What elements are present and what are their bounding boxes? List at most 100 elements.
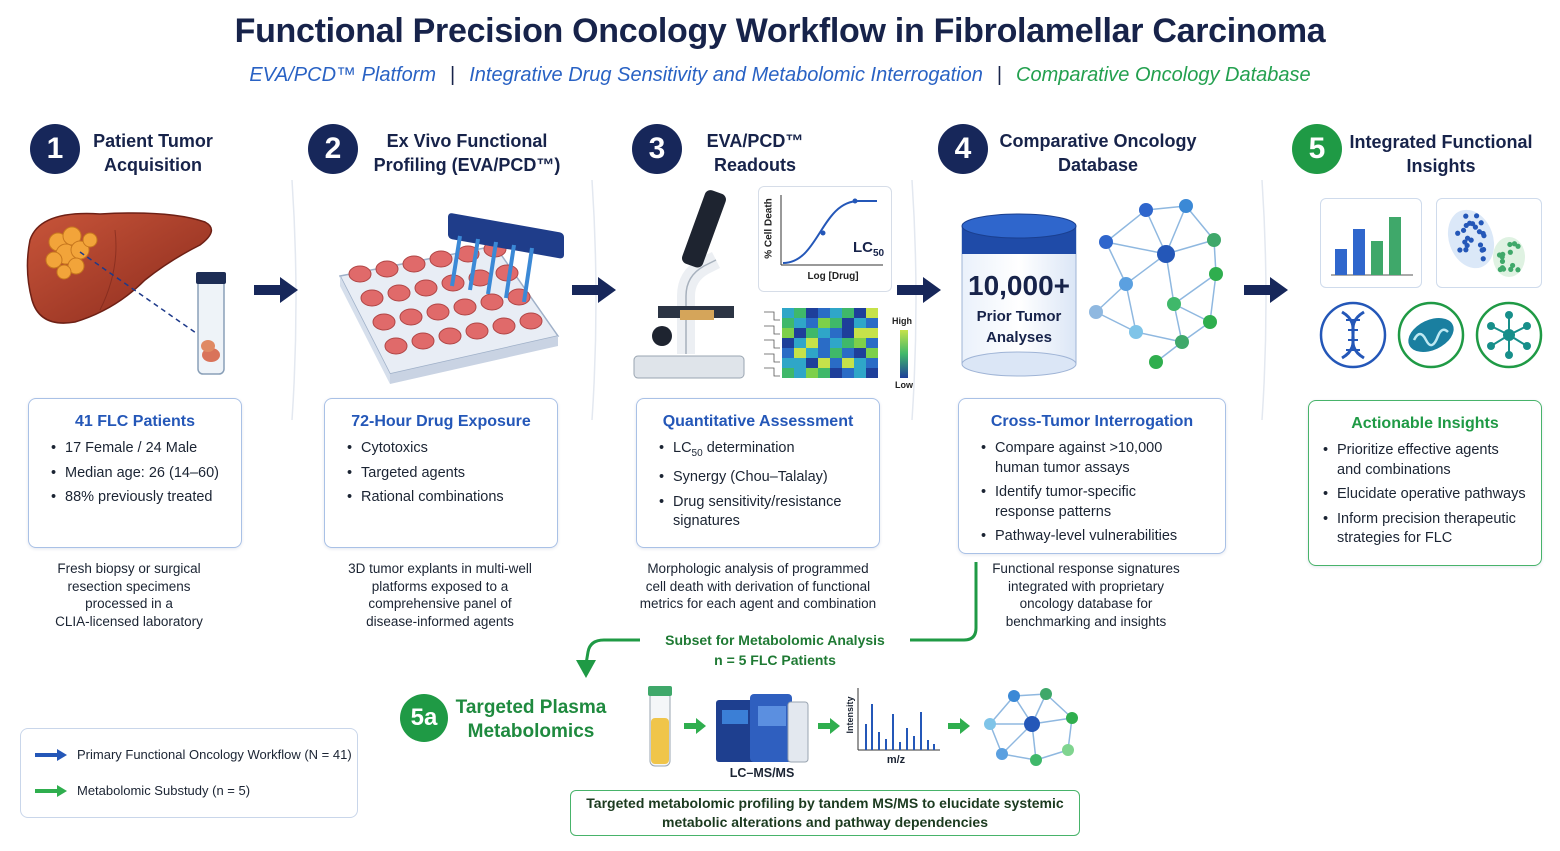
- heatmap-cell: [782, 328, 794, 338]
- scatter-point: [1515, 267, 1521, 273]
- database-label-1: Prior Tumor: [976, 308, 1062, 325]
- subset-label-line2: n = 5 FLC Patients: [714, 652, 836, 668]
- pathway-network-icon: [1475, 301, 1543, 369]
- step-3-title: EVA/PCD™ Readouts: [690, 129, 820, 177]
- heatmap-cell: [806, 338, 818, 348]
- network-node: [1062, 744, 1074, 756]
- well: [519, 312, 543, 330]
- heatmap-cell: [794, 318, 806, 328]
- step-1-bullet: 88% previously treated: [51, 488, 241, 508]
- heatmap-cell: [830, 348, 842, 358]
- network-node: [1030, 754, 1042, 766]
- scatter-point: [1480, 256, 1486, 262]
- scatter-point: [1463, 213, 1469, 219]
- scatter-point: [1508, 266, 1514, 272]
- network-node: [1139, 203, 1153, 217]
- heatmap-cell: [842, 348, 854, 358]
- dendrogram-branch: [764, 339, 780, 349]
- dendrogram-branch: [764, 325, 780, 335]
- step-4-card-title: Cross-Tumor Interrogation: [990, 413, 1194, 430]
- well: [399, 308, 423, 326]
- heatmap-cell: [842, 358, 854, 368]
- heatmap-cell: [818, 338, 830, 348]
- well: [348, 265, 372, 283]
- mass-spectrum-icon: Intensity m/z: [845, 684, 942, 770]
- caption-line: oncology database for: [1019, 596, 1153, 611]
- step-5a-title-line1: Targeted Plasma: [455, 697, 607, 718]
- step-1-title-line2: Acquisition: [104, 155, 202, 175]
- step-5a-description-box: Targeted metabolomic profiling by tandem…: [570, 790, 1080, 836]
- step-1-card: 41 FLC Patients 17 Female / 24 Male Medi…: [28, 398, 242, 548]
- step-3-bullet: LC50 determination: [659, 439, 879, 463]
- heatmap-cell: [866, 368, 878, 378]
- network-edge: [1173, 273, 1217, 305]
- step-1-title: Patient Tumor Acquisition: [78, 129, 228, 177]
- flow-arrow-icon: [948, 718, 970, 734]
- step-1-card-title: 41 FLC Patients: [74, 413, 196, 430]
- step-1-bullet: Median age: 26 (14–60): [51, 464, 241, 484]
- flow-arrow-icon: [897, 277, 941, 303]
- scatter-point: [1476, 229, 1483, 235]
- step-2-caption: 3D tumor explants in multi-well platform…: [320, 560, 560, 630]
- network-edge: [1185, 205, 1215, 241]
- green-arrow-icon: [35, 784, 67, 797]
- step-2-bullet: Cytotoxics: [347, 439, 557, 459]
- well: [360, 289, 384, 307]
- network-edge: [1105, 241, 1167, 255]
- step-3-title-line2: Readouts: [713, 155, 796, 175]
- metabolic-network-icon: [984, 688, 1078, 766]
- heatmap-cell: [842, 338, 854, 348]
- network-node: [1179, 199, 1193, 213]
- heatmap-cell: [854, 368, 866, 378]
- step-5-title-line2: Insights: [1406, 156, 1476, 176]
- scatter-point: [1515, 243, 1521, 249]
- plasma-tube-icon: [648, 686, 672, 767]
- step-4-title-line1: Comparative Oncology: [999, 131, 1197, 151]
- scatter-point: [1507, 249, 1513, 255]
- caption-line: processed in a: [85, 596, 173, 611]
- heatmap-scale: [900, 330, 908, 378]
- step-2-card-title: 72-Hour Drug Exposure: [351, 413, 531, 430]
- scatter-point: [1509, 262, 1516, 269]
- heatmap-cell: [866, 338, 878, 348]
- network-node: [1203, 315, 1217, 329]
- heatmap-cell: [782, 358, 794, 368]
- network-edge: [989, 695, 1015, 725]
- heatmap-cell: [782, 368, 794, 378]
- well: [375, 260, 399, 278]
- heatmap-cell: [854, 338, 866, 348]
- step-2-bullet: Rational combinations: [347, 488, 557, 508]
- caption-line: 3D tumor explants in multi-well: [348, 561, 532, 576]
- well: [414, 279, 438, 297]
- heatmap-cell: [782, 318, 794, 328]
- caption-line: Functional response signatures: [992, 561, 1180, 576]
- dna-icon: [1319, 301, 1387, 369]
- step-4-bullet: Pathway-level vulnerabilities: [981, 527, 1225, 547]
- heatmap-cell: [806, 348, 818, 358]
- legend-item-secondary: Metabolomic Substudy (n = 5): [35, 783, 250, 798]
- cluster-scatter-icon: [1436, 198, 1542, 288]
- scatter-point: [1477, 242, 1484, 248]
- step-5-bullet: Elucidate operative pathways: [1323, 485, 1541, 505]
- heatmap-high-label: High: [892, 316, 912, 326]
- step-3-card-title: Quantitative Assessment: [662, 413, 854, 430]
- step-3-caption: Morphologic analysis of programmed cell …: [624, 560, 892, 613]
- network-edge: [1135, 331, 1183, 343]
- page-title: Functional Precision Oncology Workflow i…: [234, 12, 1326, 50]
- step-4-card: Cross-Tumor Interrogation Compare agains…: [958, 398, 1226, 554]
- subtitle-separator: |: [996, 64, 1003, 86]
- database-count-block: 10,000+ Prior Tumor Analyses: [958, 270, 1080, 348]
- network-node: [1099, 235, 1113, 249]
- network-node: [1040, 688, 1052, 700]
- heatmap-cell: [806, 318, 818, 328]
- step-1-caption: Fresh biopsy or surgical resection speci…: [20, 560, 238, 630]
- network-node: [1129, 325, 1143, 339]
- dose-response-chart: % Cell Death Log [Drug] LC50: [758, 186, 892, 292]
- subset-label-line1: Subset for Metabolomic Analysis: [665, 632, 885, 648]
- step-5-title: Integrated Functional Insights: [1346, 130, 1536, 178]
- heatmap-cell: [806, 308, 818, 318]
- multiwell-plate-illustration: [338, 213, 564, 384]
